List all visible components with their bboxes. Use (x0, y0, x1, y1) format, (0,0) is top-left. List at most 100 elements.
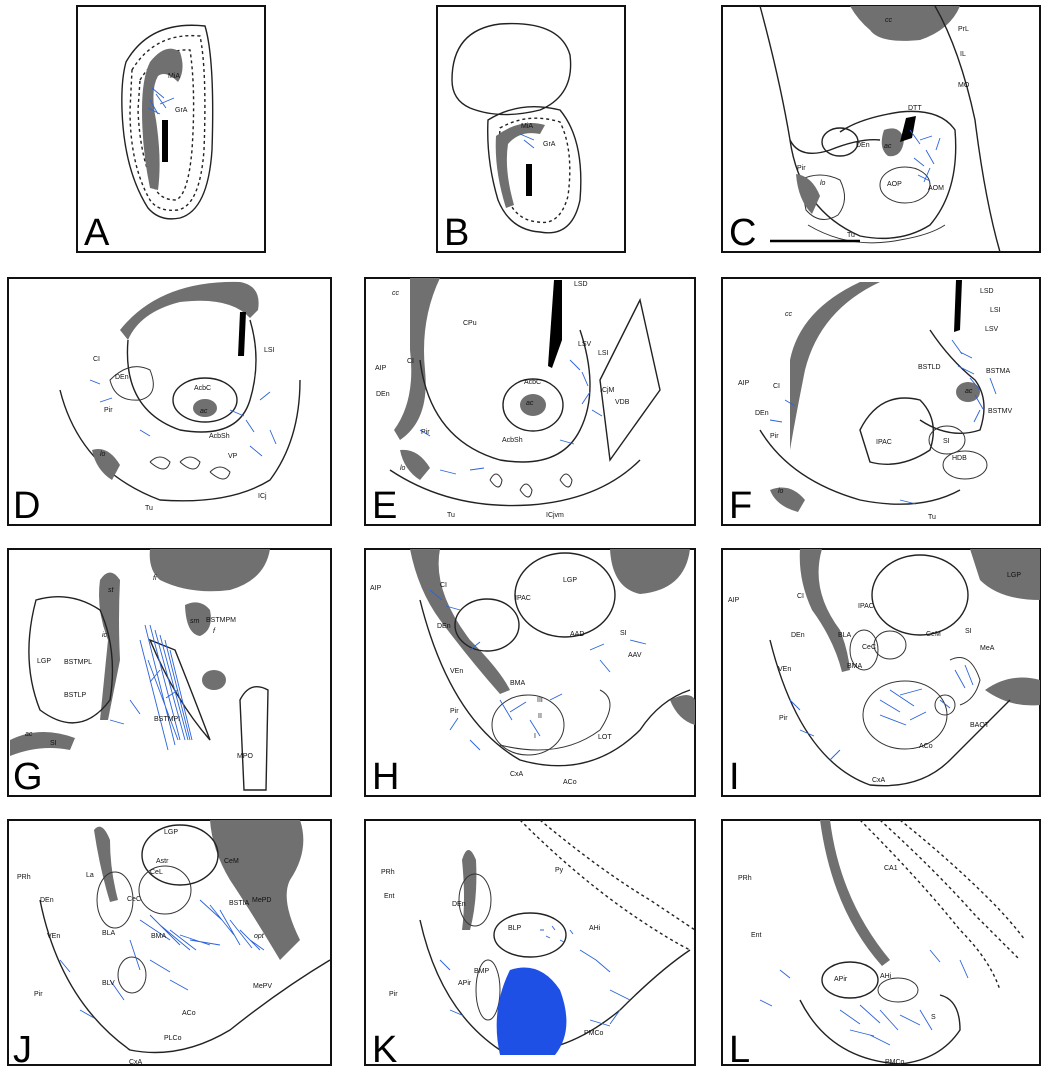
region-label: ACo (919, 743, 933, 750)
region-label: VP (228, 453, 238, 460)
region-label: VEn (47, 933, 60, 940)
region-label: CxA (129, 1059, 143, 1066)
region-label: VDB (615, 399, 630, 406)
region-label: CxA (510, 771, 524, 778)
region-label: LSV (578, 341, 592, 348)
region-label: PrL (958, 26, 969, 33)
region-label: CA1 (884, 865, 898, 872)
region-label: DEn (437, 623, 451, 630)
region-label: LSI (598, 350, 609, 357)
region-label: BSTMPI (154, 716, 180, 723)
region-label: LSI (990, 307, 1001, 314)
panel-letter-l: L (729, 1029, 750, 1068)
region-label: Pir (770, 433, 779, 440)
panel-l-frame (722, 820, 1040, 1065)
region-label: GrA (175, 107, 188, 114)
region-label: DEn (376, 391, 390, 398)
region-label: ACo (563, 779, 577, 786)
region-label: BLP (508, 925, 522, 932)
region-label: BSTLP (64, 692, 87, 699)
panel-letter-d: D (13, 485, 40, 527)
region-label: lo (820, 180, 826, 187)
region-label: AOP (887, 181, 902, 188)
panel-frames (8, 6, 1040, 1065)
region-label: LGP (37, 658, 51, 665)
region-label: BMA (510, 680, 526, 687)
region-label: BSTLD (918, 364, 941, 371)
region-label: ACo (182, 1010, 196, 1017)
region-label: CeM (926, 631, 941, 638)
region-label: cc (785, 311, 793, 318)
region-label: PRh (381, 869, 395, 876)
region-label: lo (778, 488, 784, 495)
region-label: LSD (980, 288, 994, 295)
region-label: BSTIA (229, 900, 250, 907)
region-label: Pir (34, 991, 43, 998)
region-label: CI (773, 383, 780, 390)
region-label: APir (834, 976, 848, 983)
panel-letter-i: I (729, 756, 740, 798)
region-label: Tu (145, 505, 153, 512)
region-label: AOM (928, 185, 944, 192)
region-label: CI (407, 358, 414, 365)
panel-letter-k: K (372, 1029, 397, 1068)
region-label: IPAC (876, 439, 892, 446)
region-label: III (537, 697, 543, 704)
region-label: BMA (847, 663, 863, 670)
region-label: AHi (880, 973, 892, 980)
region-label: Pir (421, 429, 430, 436)
region-label: CxA (872, 777, 886, 784)
region-label: PRh (738, 875, 752, 882)
region-label: Pir (450, 708, 459, 715)
region-label: AIP (375, 365, 387, 372)
region-label: SI (943, 438, 950, 445)
region-label: AcbC (194, 385, 211, 392)
panel-letter-j: J (13, 1029, 32, 1068)
region-label: MePV (253, 983, 272, 990)
region-label: MePD (252, 897, 271, 904)
region-label: DEn (115, 374, 129, 381)
region-label: LSD (574, 281, 588, 288)
region-label: CI (797, 593, 804, 600)
region-label: BSTMPM (206, 617, 236, 624)
region-label: Tu (847, 232, 855, 239)
region-label: LOT (598, 734, 612, 741)
region-label: AcbSh (209, 433, 230, 440)
region-label: LSV (985, 326, 999, 333)
region-label: MiA (521, 123, 533, 130)
region-label: VEn (778, 666, 791, 673)
region-label: AAD (570, 631, 584, 638)
region-label: DEn (791, 632, 805, 639)
region-label: DTT (908, 105, 922, 112)
region-label: LSI (264, 347, 275, 354)
region-label: CeC (127, 896, 141, 903)
region-label: AcbSh (502, 437, 523, 444)
region-label: ac (884, 143, 892, 150)
region-label: ac (526, 400, 534, 407)
region-label: cc (885, 17, 893, 24)
panel-letter-b: B (444, 212, 469, 254)
region-label: ICj (258, 493, 267, 500)
region-label: BMP (474, 968, 490, 975)
panel-letter-h: H (372, 756, 399, 798)
region-label: MiA (168, 73, 180, 80)
region-label: II (538, 713, 542, 720)
region-label: PMCo (885, 1059, 905, 1066)
region-label: VEn (450, 668, 463, 675)
region-label: Pir (389, 991, 398, 998)
region-label: AAV (628, 652, 642, 659)
region-label: opt (254, 933, 265, 940)
region-label: CeL (150, 869, 163, 876)
region-label: lo (100, 451, 106, 458)
region-label: BSTMV (988, 408, 1012, 415)
region-label: Py (555, 867, 564, 874)
region-label: BLA (102, 930, 116, 937)
region-label: CeM (224, 858, 239, 865)
region-label: MeA (980, 645, 995, 652)
region-label: cc (392, 290, 400, 297)
region-label: sm (190, 618, 200, 625)
region-label: DEn (755, 410, 769, 417)
region-label: Ent (384, 893, 395, 900)
region-label: MPO (237, 753, 254, 760)
